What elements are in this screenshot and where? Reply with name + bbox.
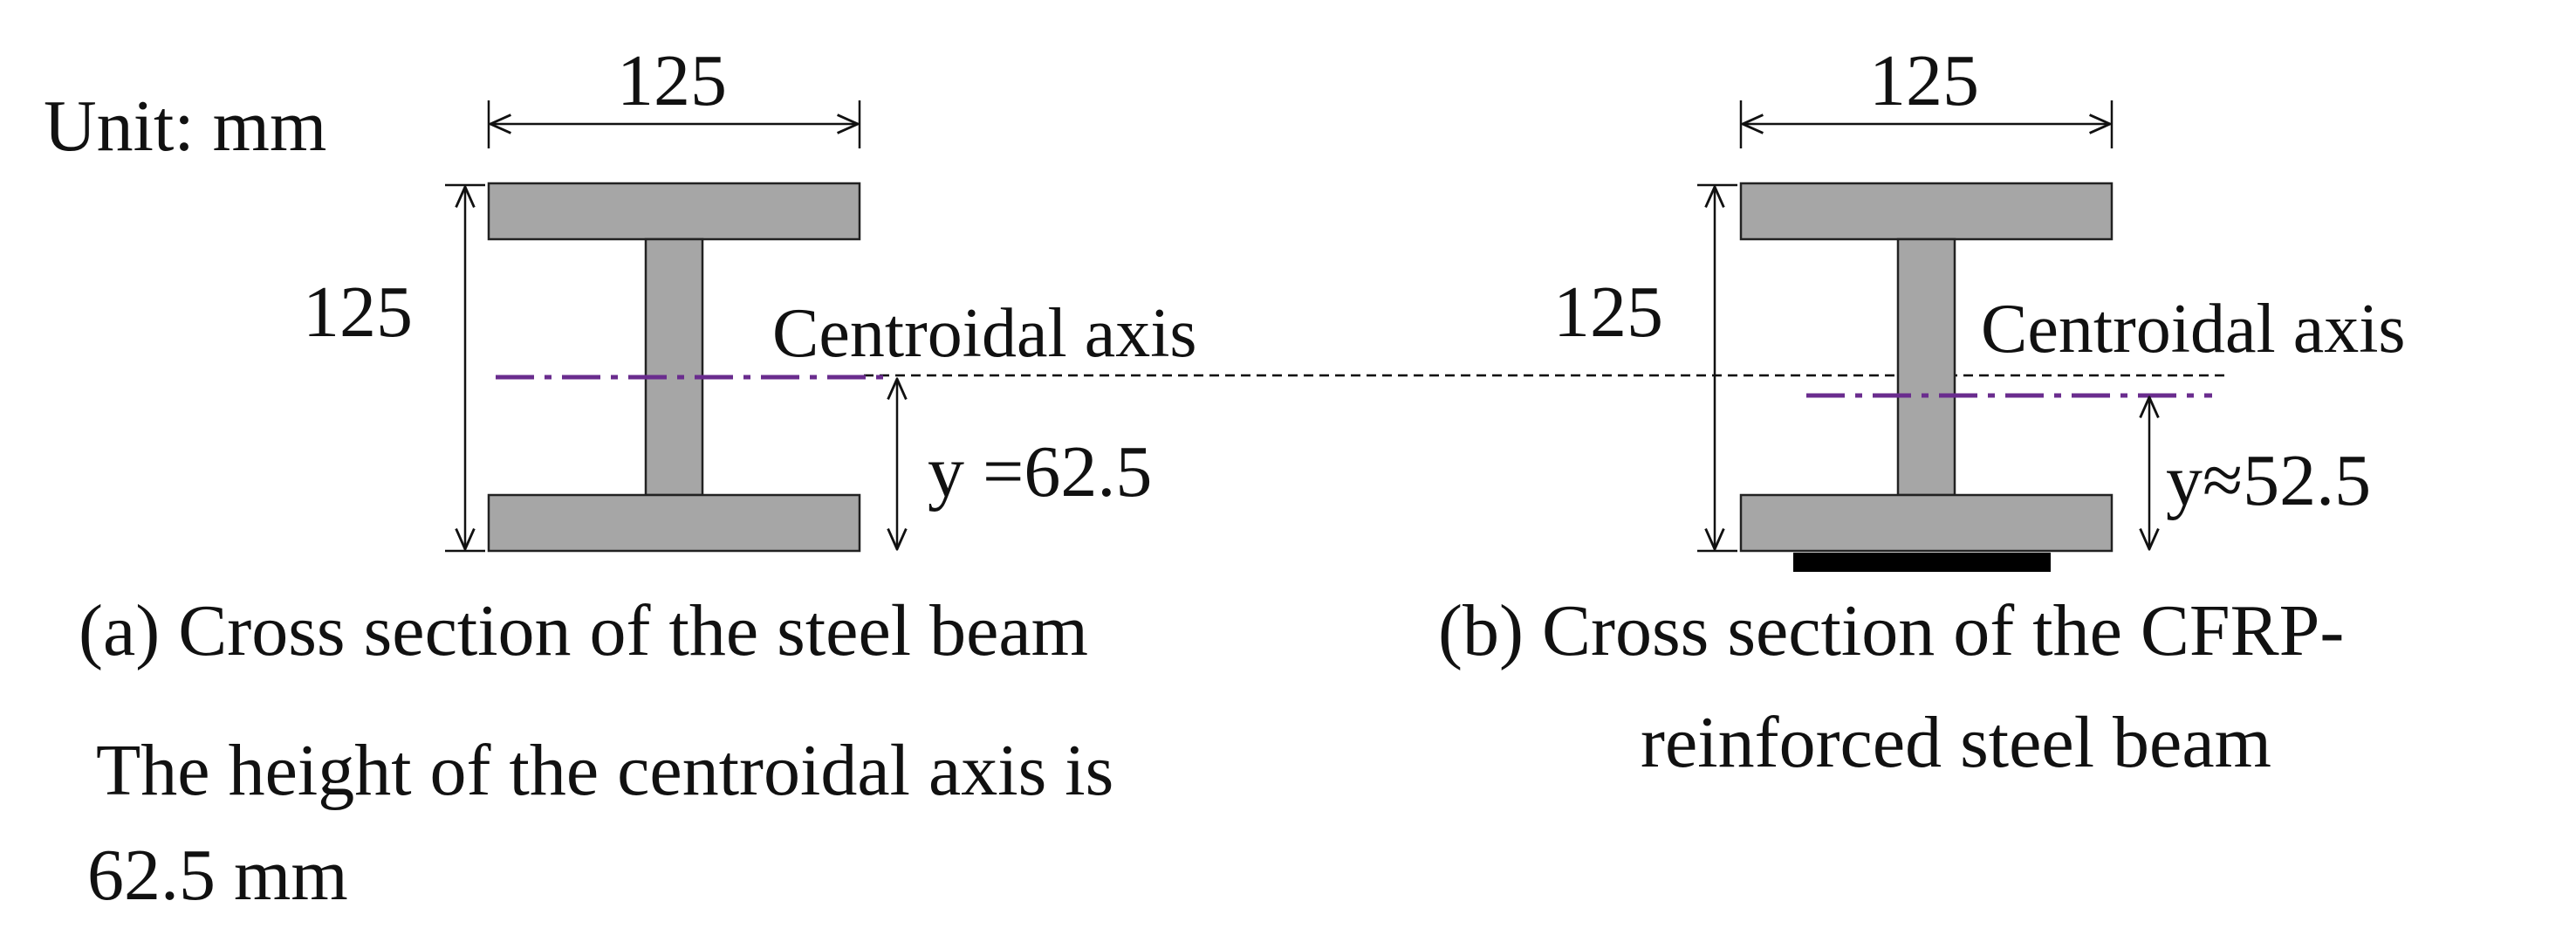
section-b-y-label: y≈52.5 bbox=[2166, 440, 2371, 521]
section-a: 125 125 Centroidal axis y =62.5 (a) Cros… bbox=[79, 40, 1197, 916]
section-b-caption-line1: (b) Cross section of the CFRP- bbox=[1438, 590, 2344, 671]
section-a-width-value: 125 bbox=[617, 40, 727, 121]
section-b-centroidal-axis-label: Centroidal axis bbox=[1981, 291, 2406, 368]
section-a-note-line2: 62.5 mm bbox=[87, 835, 348, 916]
section-b-web bbox=[1896, 237, 1956, 497]
section-b-cfrp-plate bbox=[1793, 553, 2051, 572]
section-a-bottom-flange bbox=[487, 493, 861, 553]
section-a-note-line1: The height of the centroidal axis is bbox=[96, 730, 1113, 811]
section-a-caption: (a) Cross section of the steel beam bbox=[79, 590, 1088, 671]
section-b-caption-line2: reinforced steel beam bbox=[1641, 702, 2271, 783]
section-a-height-value: 125 bbox=[303, 272, 413, 353]
section-b-height-value: 125 bbox=[1553, 272, 1663, 353]
section-a-y-label: y =62.5 bbox=[928, 431, 1152, 512]
section-a-web bbox=[644, 237, 704, 497]
section-b-width-value: 125 bbox=[1869, 40, 1979, 121]
section-a-top-flange bbox=[487, 182, 861, 241]
unit-label: Unit: mm bbox=[44, 86, 326, 167]
section-b-top-flange bbox=[1739, 182, 2114, 241]
section-b: 125 125 Centroidal axis y≈52.5 (b) Cross… bbox=[1438, 40, 2406, 783]
section-b-bottom-flange bbox=[1739, 493, 2114, 553]
section-a-centroidal-axis-label: Centroidal axis bbox=[772, 295, 1197, 372]
